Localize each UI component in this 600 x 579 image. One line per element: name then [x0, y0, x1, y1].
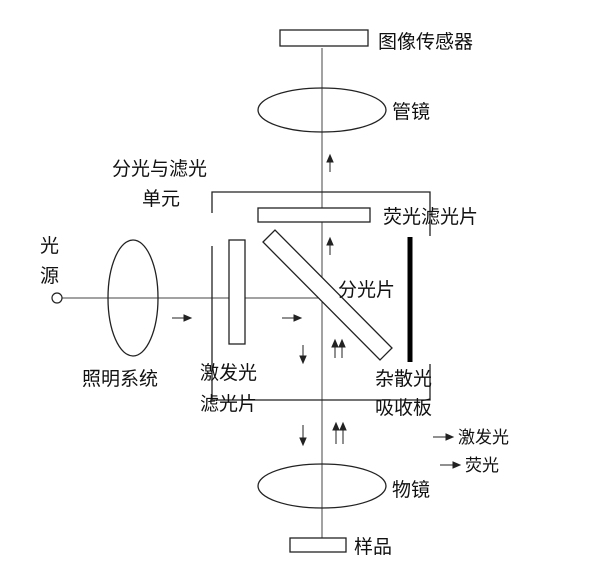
excitation-filter-label-2: 滤光片 [200, 393, 257, 415]
excitation-arrow-right [282, 314, 303, 322]
light-source-label-2: 源 [40, 265, 59, 287]
fluorescence-arrow-mid [326, 236, 334, 255]
fluorescence-double-arrow-upper [331, 338, 346, 358]
objective-lens [257, 463, 387, 509]
tube-lens-label: 管镜 [392, 101, 430, 123]
fluorescence-arrow-top [326, 153, 334, 172]
filter-unit-frame [211, 191, 431, 401]
legend-fluorescence-label: 荧光 [465, 456, 499, 476]
sample [289, 537, 347, 553]
filter-unit-label-2: 单元 [142, 188, 180, 210]
illumination-system-label: 照明系统 [82, 368, 158, 390]
legend-excitation-arrow [433, 433, 455, 441]
emission-filter [257, 207, 371, 223]
excitation-filter-label-1: 激发光 [200, 362, 257, 384]
tube-lens [257, 87, 387, 133]
fluorescence-double-arrow-lower [332, 421, 347, 444]
sample-label: 样品 [354, 536, 392, 558]
stray-absorber-label-2: 吸收板 [375, 397, 432, 419]
emission-filter-label: 荧光滤光片 [383, 206, 478, 228]
image-sensor [279, 29, 369, 47]
light-source [51, 292, 63, 304]
beam-splitter-label: 分光片 [338, 279, 395, 301]
excitation-filter [228, 239, 246, 345]
excitation-arrow-down-lower [299, 425, 307, 447]
image-sensor-label: 图像传感器 [378, 31, 473, 53]
stray-absorber-label-1: 杂散光 [375, 368, 432, 390]
illumination-lens [107, 239, 159, 357]
beam-splitter [262, 229, 393, 361]
excitation-arrow-left [172, 314, 193, 322]
legend-fluorescence-arrow [440, 461, 462, 469]
objective-label: 物镜 [392, 479, 430, 501]
light-source-label-1: 光 [40, 235, 59, 257]
filter-unit-label-1: 分光与滤光 [112, 158, 207, 180]
legend-excitation-label: 激发光 [458, 428, 509, 448]
excitation-arrow-down-upper [299, 345, 307, 365]
